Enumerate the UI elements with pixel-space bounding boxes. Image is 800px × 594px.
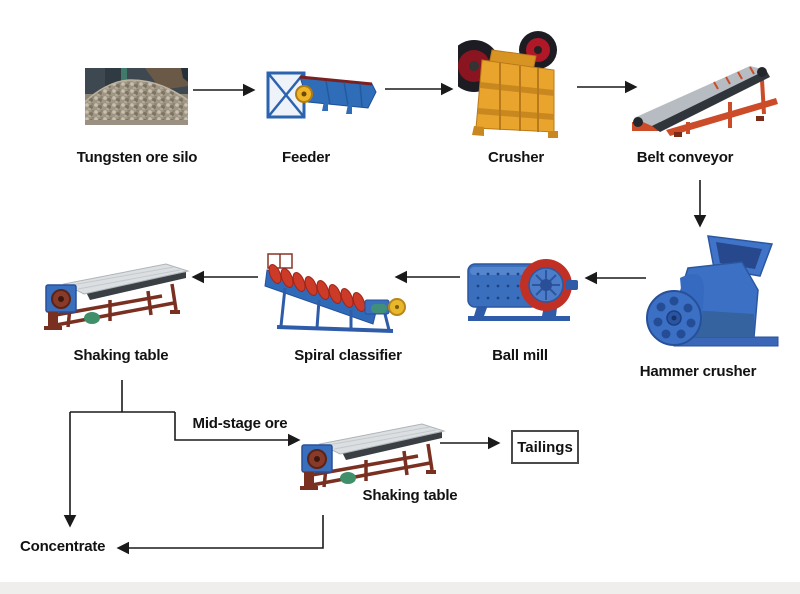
label-tungsten-ore-silo: Tungsten ore silo [76,149,198,166]
shaking-table-1-illustration [40,258,190,341]
shaking-table-2-illustration [296,412,446,505]
label-shaking-table-2: Shaking table [362,487,458,504]
tailings-box: Tailings [511,430,579,464]
belt-conveyor-illustration [630,58,782,145]
label-shaking-table-1: Shaking table [73,347,169,364]
feeder-illustration [264,68,378,129]
crusher-illustration [448,26,564,145]
hammer-crusher-illustration [644,230,792,359]
label-feeder: Feeder [282,149,330,166]
label-ball-mill: Ball mill [492,347,548,364]
tungsten-ore-photo [84,68,189,130]
label-concentrate: Concentrate [20,538,106,555]
tailings-label: Tailings [517,438,573,456]
bottom-strip [0,582,800,594]
label-crusher: Crusher [487,149,545,166]
label-belt-conveyor: Belt conveyor [636,149,734,166]
label-spiral-classifier: Spiral classifier [294,347,402,364]
label-hammer-crusher: Hammer crusher [639,363,757,380]
ball-mill-illustration [462,246,580,335]
label-mid-stage-ore: Mid-stage ore [192,415,288,432]
spiral-classifier-illustration [263,250,409,339]
